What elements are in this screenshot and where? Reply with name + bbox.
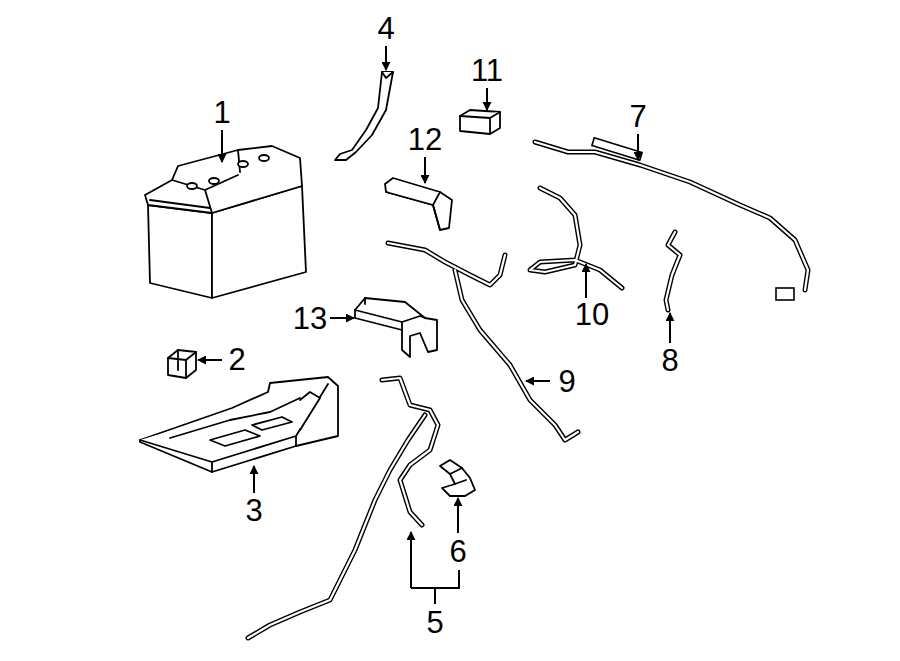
callout-number: 2 [228,344,245,375]
callout-number: 8 [661,345,678,376]
cable [666,232,680,310]
callout-number: 9 [558,366,575,397]
cable [530,188,622,288]
callout-number: 7 [629,101,646,132]
callout-number: 12 [408,124,442,155]
negative-cable [248,378,438,638]
leader-arrow [669,313,671,343]
cable-clip [440,460,475,496]
insulator-block [460,110,500,134]
leader-arrow [526,380,550,382]
battery [145,146,306,298]
terminal-cover [355,298,437,357]
leader-arrow [424,157,426,183]
callout-number: 3 [245,495,262,526]
terminal-cover [385,178,452,230]
leader-arrow [330,317,354,319]
callout-number: 11 [471,55,503,86]
callout-number: 4 [377,13,394,44]
battery-tray [140,377,338,472]
callout-number: 5 [426,607,443,638]
leader-arrow [385,46,387,70]
callout-number: 13 [293,303,327,334]
leader-arrow [637,134,639,160]
leader-arrow [486,88,488,110]
leader-arrow [253,466,255,493]
callout-number: 1 [213,97,230,128]
group-bracket [411,570,459,604]
hold-down-strap [335,72,393,160]
callout-number: 10 [575,299,609,330]
spacer-block [168,350,196,378]
callout-number: 6 [449,536,466,567]
leader-arrow [585,264,587,298]
leader-arrow [457,498,459,533]
leader-arrow [198,359,222,361]
leader-arrow [221,130,223,162]
leader-arrow [410,532,412,588]
connector-plug [776,288,794,300]
harness-sleeve [592,138,642,160]
